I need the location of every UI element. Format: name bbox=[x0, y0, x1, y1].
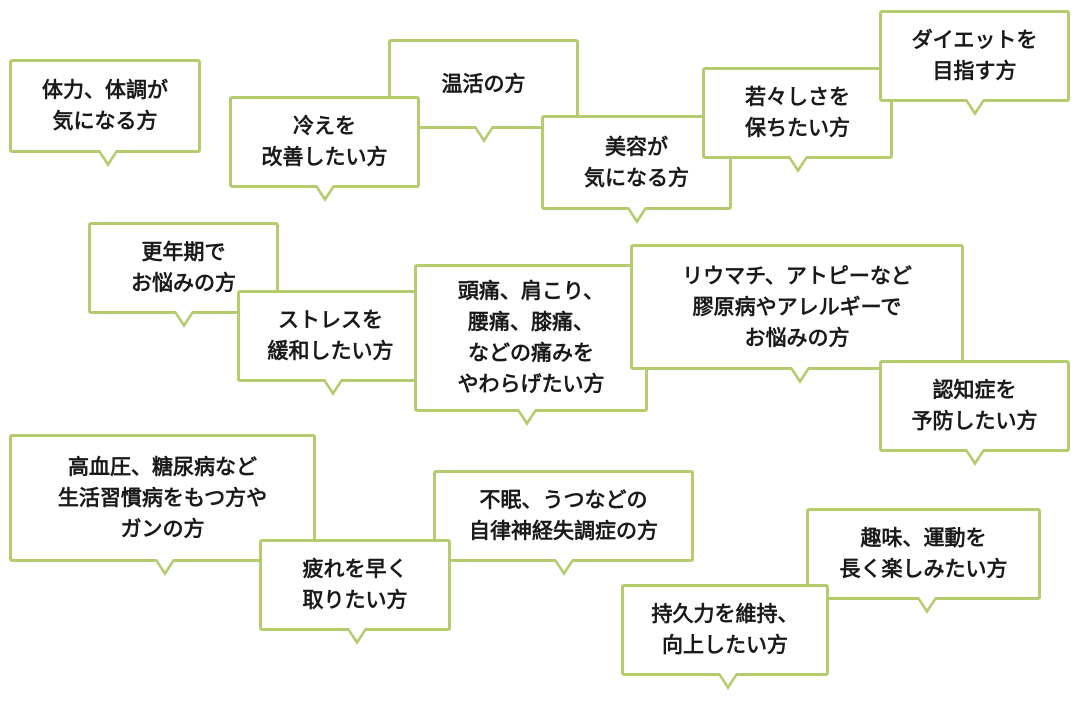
bubble-line: 高血圧、糖尿病など bbox=[67, 454, 257, 479]
bubble-line: 冷えを bbox=[293, 114, 356, 138]
bubble-line: 疲れを早く bbox=[302, 557, 408, 581]
bubble-diet: ダイエットを 目指す方 bbox=[879, 10, 1070, 102]
bubble-line: 温活の方 bbox=[441, 71, 526, 96]
bubble-line: 気になる方 bbox=[52, 109, 158, 133]
bubble-autonomic-nerve: 不眠、うつなどの 自律神経失調症の方 bbox=[433, 470, 694, 562]
bubble-line: 予防したい方 bbox=[911, 409, 1038, 433]
bubble-line: 体力、体調が bbox=[42, 78, 168, 102]
bubble-beauty: 美容が 気になる方 bbox=[541, 115, 732, 210]
bubble-stress: ストレスを 緩和したい方 bbox=[237, 290, 424, 382]
bubble-line: 認知症を bbox=[932, 378, 1017, 402]
bubble-line: 腰痛、膝痛、 bbox=[468, 310, 594, 334]
bubble-line: などの痛みを bbox=[468, 341, 594, 365]
bubble-autoimmune: リウマチ、アトピーなど 膠原病やアレルギーで お悩みの方 bbox=[630, 244, 964, 370]
bubble-line: 更年期で bbox=[141, 240, 226, 264]
bubble-line: 保ちたい方 bbox=[745, 116, 850, 140]
bubble-line: 生活習慣病をもつ方や bbox=[57, 485, 268, 510]
bubble-line: 持久力を維持、 bbox=[651, 602, 799, 626]
bubble-cold-improve: 冷えを 改善したい方 bbox=[229, 96, 420, 188]
bubble-line: 取りたい方 bbox=[302, 588, 408, 612]
bubble-line: ダイエットを bbox=[911, 28, 1038, 52]
bubble-line: お悩みの方 bbox=[131, 271, 236, 295]
bubble-line: 不眠、うつなどの bbox=[479, 488, 648, 512]
bubble-hobby-exercise: 趣味、運動を 長く楽しみたい方 bbox=[806, 508, 1041, 600]
bubble-line: リウマチ、アトピーなど bbox=[682, 263, 912, 288]
bubble-line: 自律神経失調症の方 bbox=[469, 519, 658, 543]
bubble-dementia-prevention: 認知症を 予防したい方 bbox=[879, 360, 1070, 452]
bubble-line: お悩みの方 bbox=[744, 325, 850, 350]
bubble-line: 目指す方 bbox=[932, 59, 1017, 83]
bubble-pain-relief: 頭痛、肩こり、 腰痛、膝痛、 などの痛みを やわらげたい方 bbox=[414, 264, 648, 412]
bubble-line: 緩和したい方 bbox=[267, 339, 394, 363]
bubble-line: ガンの方 bbox=[120, 516, 205, 541]
bubble-line: 向上したい方 bbox=[662, 633, 788, 657]
bubble-line: 趣味、運動を bbox=[860, 526, 987, 550]
bubble-line: ストレスを bbox=[278, 308, 383, 332]
bubble-line: 頭痛、肩こり、 bbox=[457, 279, 605, 303]
bubble-line: 美容が bbox=[605, 134, 668, 159]
bubble-line: 若々しさを bbox=[745, 85, 850, 109]
bubble-line: 長く楽しみたい方 bbox=[839, 557, 1008, 581]
bubble-line: 改善したい方 bbox=[261, 145, 388, 169]
bubble-endurance: 持久力を維持、 向上したい方 bbox=[621, 584, 829, 676]
bubble-physical-condition: 体力、体調が 気になる方 bbox=[9, 59, 201, 153]
bubble-line: 膠原病やアレルギーで bbox=[692, 294, 902, 319]
bubble-fatigue-recovery: 疲れを早く 取りたい方 bbox=[259, 539, 451, 631]
bubble-youthfulness: 若々しさを 保ちたい方 bbox=[702, 67, 893, 159]
bubble-line: やわらげたい方 bbox=[457, 372, 605, 396]
bubble-line: 気になる方 bbox=[584, 165, 689, 190]
